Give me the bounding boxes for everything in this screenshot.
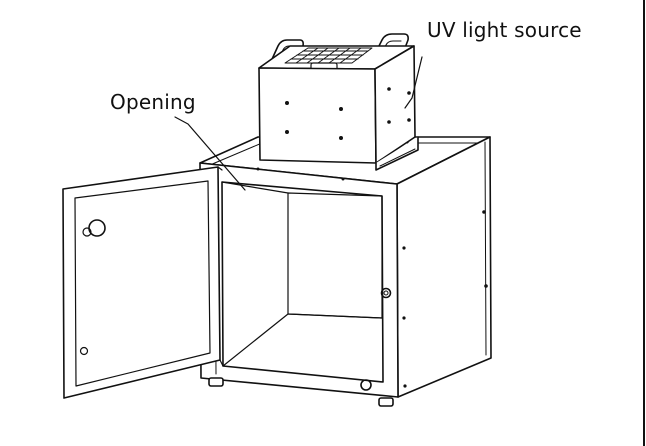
uv-front — [258, 67, 377, 164]
door-hole-bottom — [79, 346, 89, 356]
door-inner-panel — [74, 180, 211, 387]
leader-uv — [404, 56, 423, 109]
uv-bracket — [375, 136, 419, 171]
cabinet-front-inner — [221, 181, 384, 383]
opening-label: Opening — [110, 90, 196, 114]
foot-right — [378, 397, 394, 407]
foot-left — [208, 377, 224, 387]
front-lock-button — [380, 287, 392, 299]
door-outer — [62, 166, 221, 399]
door — [62, 166, 224, 399]
leader-opening — [174, 116, 246, 191]
uv-light-source — [258, 33, 419, 171]
uv-screws — [285, 87, 411, 140]
cabinet — [199, 136, 492, 407]
front-bottom-hole — [360, 379, 372, 391]
right-border-line — [643, 0, 645, 446]
cabinet-right-side — [396, 136, 492, 398]
uv-right — [374, 45, 416, 164]
door-window-small — [82, 227, 92, 237]
side-screws — [256, 167, 488, 388]
uv-light-source-label: UV light source — [427, 18, 582, 42]
